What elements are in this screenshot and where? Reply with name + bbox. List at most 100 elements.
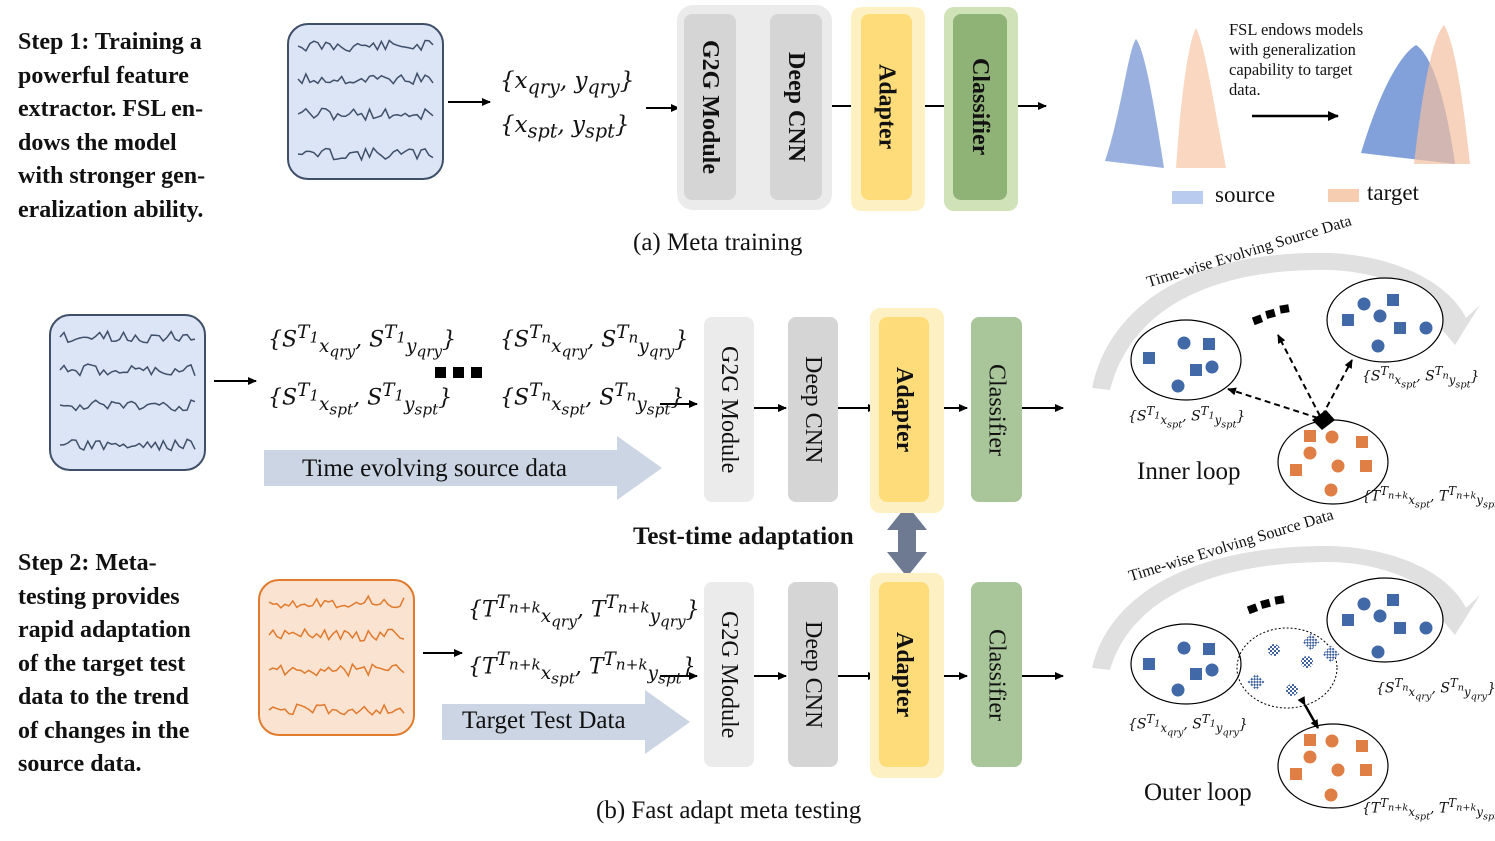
outer-ellipsis-dot	[1274, 595, 1285, 605]
legend-source-swatch	[1172, 191, 1203, 204]
legend-target-swatch	[1328, 189, 1359, 202]
outer-cluster-adapted	[1236, 627, 1338, 709]
step2-line: Step 2: Meta-	[18, 550, 157, 576]
inner-ellipsis-dot	[1251, 314, 1264, 326]
meta-train-support-set: {xspt, yspt}	[500, 112, 630, 143]
eeg-wave-line	[297, 39, 434, 53]
target-query-set: {TTn+kxqry, TTn+kyqry}	[468, 592, 700, 631]
g2g-module-target: G2G Module	[704, 582, 754, 767]
step1-line: with stronger gen-	[18, 163, 206, 189]
caption-meta-testing: (b) Fast adapt meta testing	[596, 797, 862, 824]
eeg-wave-line	[59, 438, 196, 452]
inner-arrow-to-dots	[1277, 334, 1321, 417]
outer-set-s1: {ST1xqry, ST1yqry}	[1128, 712, 1248, 739]
fsl-note-line: capability to target	[1229, 60, 1353, 79]
source-distribution-left	[1105, 39, 1164, 168]
eeg-wave-line	[297, 146, 434, 162]
adapter-target: Adapter	[879, 582, 929, 767]
step2-line: of changes in the	[18, 717, 190, 744]
inner-set-s1: {ST1xspt, ST1yspt}	[1128, 404, 1246, 431]
outer-s1-markers	[1143, 641, 1219, 697]
eeg-wave-line	[268, 627, 405, 642]
eeg-wave-line	[268, 703, 405, 716]
step2-line: testing provides	[18, 583, 180, 610]
outer-set-target: {TTn+kxspt, TTn+kyspt}	[1362, 796, 1495, 823]
eeg-wave-line	[297, 71, 434, 86]
adapter-b: Adapter	[879, 317, 929, 502]
caption-meta-training: (a) Meta training	[633, 229, 803, 256]
inner-arrow-head	[1312, 410, 1335, 430]
inner-loop-label: Inner loop	[1137, 458, 1241, 485]
step2-line: rapid adaptation	[18, 617, 191, 643]
target-test-arrow	[442, 690, 690, 754]
eeg-wave-line	[297, 107, 434, 122]
deep-cnn-target: Deep CNN	[788, 582, 838, 767]
tta-double-arrow	[887, 505, 927, 577]
outer-adapted-markers	[1247, 633, 1340, 696]
eeg-wave-line	[59, 363, 196, 377]
deep-cnn-a: Deep CNN	[770, 14, 822, 200]
outer-sn-markers	[1342, 594, 1433, 659]
step2-line: data to the trend	[18, 684, 189, 710]
adapter-a: Adapter	[861, 14, 912, 200]
step2-text: Step 2: Meta- testing provides rapid ada…	[18, 547, 258, 782]
ellipsis-dot	[435, 367, 446, 378]
time-evolving-label: Time evolving source data	[302, 455, 568, 482]
step1-line: powerful feature	[18, 62, 189, 89]
classifier-a: Classifier	[953, 14, 1007, 200]
step1-text: Step 1: Training a powerful feature extr…	[18, 26, 258, 227]
source-query-set-t1: {ST1xqry, ST1yqry}	[268, 322, 457, 361]
source-support-set-tn: {STnxspt, STnyspt}	[500, 380, 685, 419]
inner-sn-markers	[1342, 294, 1433, 353]
ellipsis-dot	[471, 367, 482, 378]
fsl-note-line: FSL endows models	[1229, 20, 1364, 39]
eeg-wave-line	[59, 329, 196, 344]
tta-label: Test-time adaptation	[633, 523, 854, 550]
target-distribution-left	[1176, 28, 1226, 168]
inner-set-target: {TTn+kxspt, TTn+kyspt}	[1362, 484, 1495, 511]
inner-arrow-to-s1	[1227, 387, 1319, 419]
outer-set-sn: {STnxqry, STnyqry}	[1376, 676, 1495, 703]
inner-ellipsis-dot	[1279, 304, 1290, 314]
legend-target-label: target	[1367, 180, 1419, 205]
ellipsis-dot	[453, 367, 464, 378]
fsl-note: FSL endows models with generalization ca…	[1229, 20, 1419, 100]
eeg-source-box-mid	[49, 314, 206, 471]
eeg-wave-line	[268, 662, 405, 678]
eeg-wave-line	[59, 399, 196, 412]
inner-arrow-to-sn	[1321, 359, 1353, 417]
step1-line: dows the model	[18, 129, 177, 156]
fsl-note-line: with generalization	[1229, 40, 1356, 59]
step2-line: of the target test	[18, 650, 186, 677]
outer-target-markers	[1290, 734, 1372, 802]
inner-s1-markers	[1143, 336, 1219, 393]
target-distribution-right	[1414, 25, 1470, 164]
classifier-target: Classifier	[971, 582, 1022, 767]
deep-cnn-b: Deep CNN	[788, 317, 838, 502]
g2g-module-a: G2G Module	[684, 14, 736, 200]
eeg-waves-target	[268, 594, 405, 716]
step1-line: extractor. FSL en-	[18, 96, 204, 122]
eeg-waves-top	[297, 39, 434, 162]
inner-loop-arc	[1092, 252, 1480, 390]
step2-line: source data.	[18, 751, 142, 777]
g2g-module-b: G2G Module	[704, 317, 754, 502]
classifier-b: Classifier	[971, 317, 1022, 502]
eeg-target-box	[258, 579, 415, 736]
source-support-set-t1: {ST1xspt, ST1yspt}	[268, 380, 453, 419]
target-test-label: Target Test Data	[462, 707, 626, 734]
outer-loop-label: Outer loop	[1144, 779, 1252, 806]
fsl-note-line: data.	[1229, 80, 1261, 99]
eeg-waves-mid	[59, 329, 196, 452]
source-query-set-tn: {STnxqry, STnyqry}	[500, 322, 689, 361]
inner-ellipsis-dot	[1265, 308, 1276, 319]
eeg-source-box-top	[287, 23, 444, 180]
eeg-wave-line	[268, 594, 405, 609]
outer-ellipsis-dot	[1260, 598, 1271, 609]
outer-loop-double-arrow	[1297, 696, 1320, 729]
outer-ellipsis-dot	[1246, 603, 1259, 615]
meta-train-query-set: {xqry, yqry}	[500, 68, 635, 99]
inner-set-sn: {STnxspt, STnyspt}	[1362, 364, 1480, 391]
inner-target-markers	[1290, 430, 1372, 497]
